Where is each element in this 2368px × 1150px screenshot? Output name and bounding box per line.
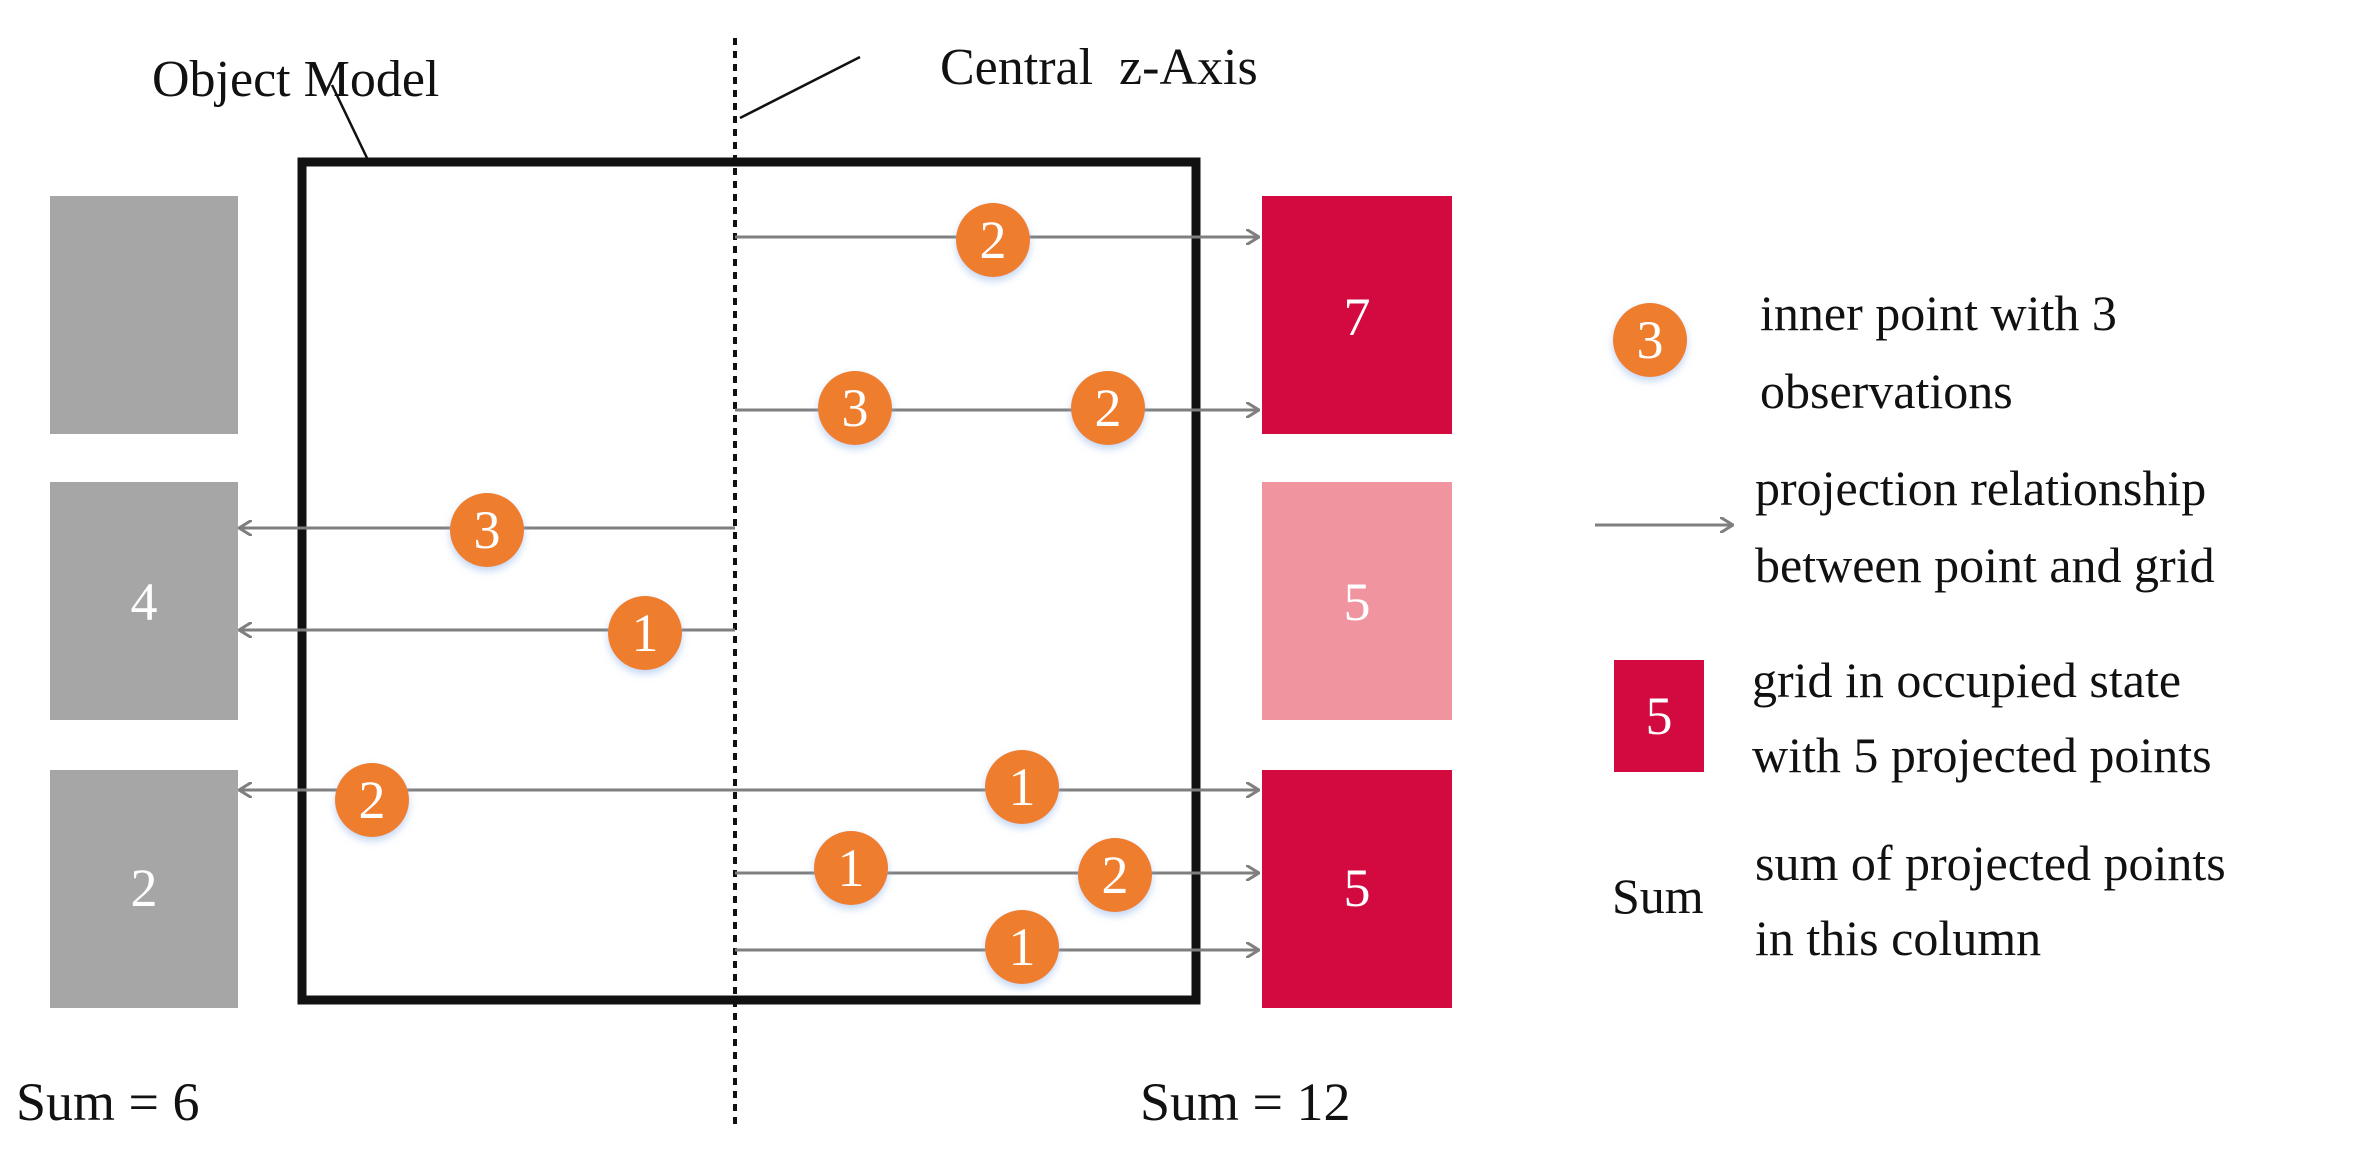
legend-arrow-line2: between point and grid — [1755, 537, 2215, 593]
object-model-label: Object Model — [152, 51, 439, 108]
inner-point-value: 2 — [359, 770, 386, 830]
inner-point-value: 3 — [842, 378, 869, 438]
inner-point-value: 2 — [980, 210, 1007, 270]
legend-sum-label: Sum — [1612, 868, 1704, 924]
legend-grid-line2: with 5 projected points — [1752, 727, 2212, 783]
right-grid-cell-middle-value: 5 — [1344, 572, 1371, 632]
inner-point — [956, 203, 1030, 277]
legend-point-line1: inner point with 3 — [1760, 285, 2117, 341]
right-grid-cell-bottom — [1262, 770, 1452, 1008]
inner-point — [1071, 371, 1145, 445]
inner-points: 2 3 2 3 1 2 1 1 2 1 — [335, 203, 1152, 984]
right-grid-cell-top-value: 7 — [1344, 287, 1371, 347]
legend-sum-line2: in this column — [1755, 910, 2041, 966]
legend-grid-line1: grid in occupied state — [1752, 652, 2181, 708]
object-model-leader — [330, 84, 369, 159]
left-grid-cell-middle — [50, 482, 238, 720]
inner-point — [1078, 838, 1152, 912]
right-grid-cell-bottom-value: 5 — [1344, 858, 1371, 918]
legend-grid-icon — [1614, 660, 1704, 772]
inner-point-value: 2 — [1102, 845, 1129, 905]
inner-point — [608, 596, 682, 670]
inner-point — [450, 493, 524, 567]
right-grid-cell-top — [1262, 196, 1452, 434]
inner-point-value: 2 — [1095, 378, 1122, 438]
sum-left: Sum = 6 — [16, 1072, 200, 1132]
inner-point-value: 1 — [838, 838, 865, 898]
inner-point — [814, 831, 888, 905]
left-grid-cell-top — [50, 196, 238, 434]
legend: 3 inner point with 3 observations projec… — [1595, 285, 2226, 966]
left-grid-column: 4 2 — [50, 196, 238, 1008]
inner-point-value: 1 — [632, 603, 659, 663]
right-grid-cell-middle — [1262, 482, 1452, 720]
inner-point — [985, 750, 1059, 824]
legend-sum-line1: sum of projected points — [1755, 835, 2226, 891]
inner-point — [335, 763, 409, 837]
legend-point-value: 3 — [1637, 310, 1664, 370]
inner-point — [985, 910, 1059, 984]
left-grid-cell-middle-value: 4 — [131, 572, 158, 632]
object-model-box — [297, 157, 1201, 1005]
legend-grid-value: 5 — [1646, 686, 1673, 746]
left-grid-cell-bottom-value: 2 — [131, 858, 158, 918]
legend-point-line2: observations — [1760, 363, 2013, 419]
legend-point-icon — [1613, 303, 1687, 377]
inner-point-value: 3 — [474, 500, 501, 560]
inner-point — [818, 371, 892, 445]
left-grid-cell-bottom — [50, 770, 238, 1008]
inner-point-value: 1 — [1009, 917, 1036, 977]
axis-leader — [739, 55, 861, 120]
right-grid-column: 7 5 5 — [1262, 196, 1452, 1008]
sum-right: Sum = 12 — [1140, 1072, 1351, 1132]
central-axis-label: Central z-Axis — [940, 39, 1258, 96]
legend-arrow-line1: projection relationship — [1755, 460, 2206, 516]
inner-point-value: 1 — [1009, 757, 1036, 817]
